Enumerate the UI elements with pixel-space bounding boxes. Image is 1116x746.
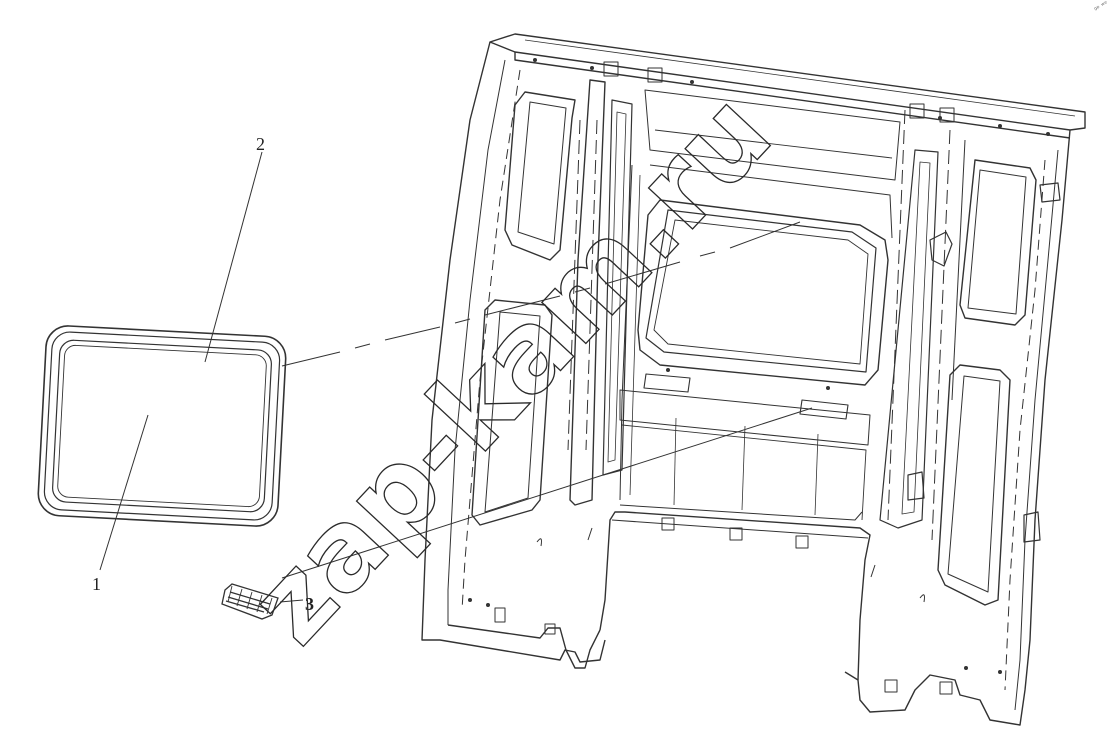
part-2-window-seal xyxy=(37,325,287,527)
callout-3: 3 xyxy=(305,594,314,614)
part-3-vent-grille xyxy=(221,583,279,620)
leader-line-3 xyxy=(279,599,304,603)
cab-rear-panel xyxy=(421,33,1086,726)
leader-lines xyxy=(99,151,813,603)
assembly-centerline-grille xyxy=(281,407,813,579)
callout-1: 1 xyxy=(92,574,101,594)
leader-line-1 xyxy=(99,414,149,571)
assembly-centerline-window xyxy=(281,221,801,367)
leader-line-2 xyxy=(204,151,263,363)
callout-2: 2 xyxy=(256,134,265,154)
corner-mark: ᵍᵖ ʷᵉ xyxy=(1093,0,1110,14)
